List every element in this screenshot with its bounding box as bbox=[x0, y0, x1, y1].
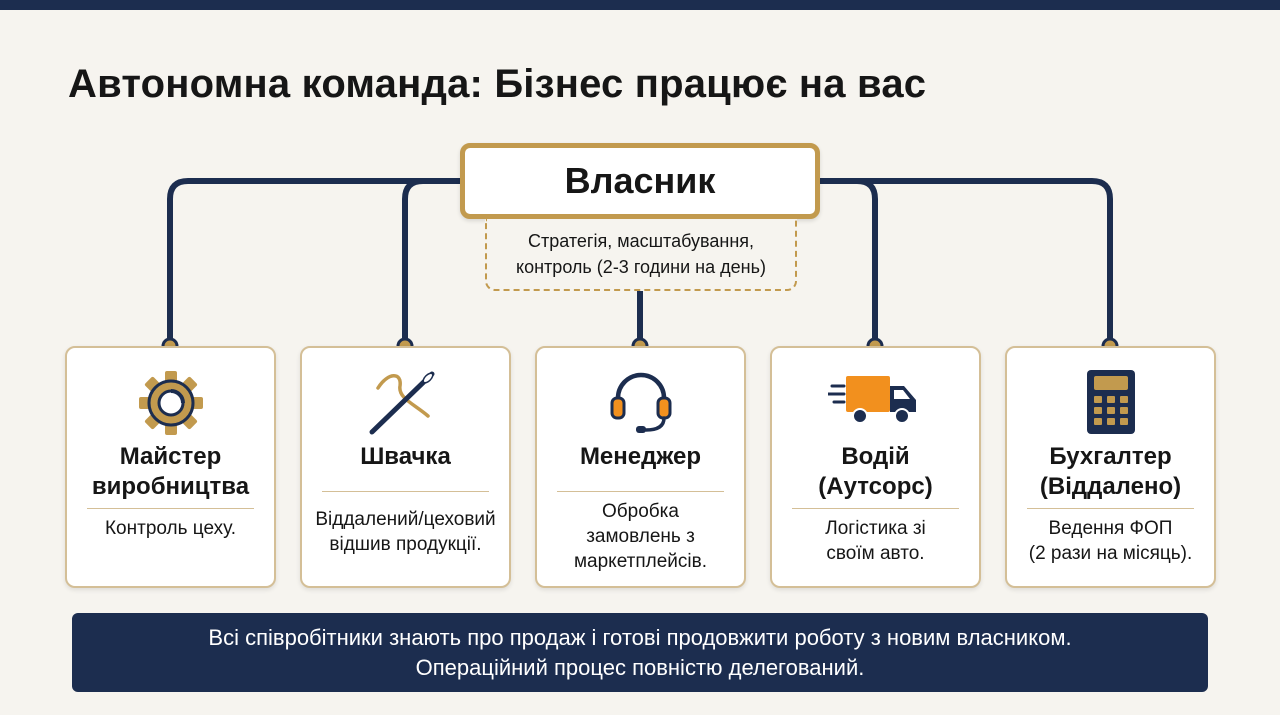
top-accent-bar bbox=[0, 0, 1280, 10]
owner-box: Власник bbox=[460, 143, 820, 219]
owner-note-line: Стратегія, масштабування, bbox=[527, 231, 755, 251]
banner-line: Всі співробітники знають про продаж і го… bbox=[208, 624, 1072, 650]
role-name: Бухгалтер (Віддалено) bbox=[1039, 443, 1182, 500]
needle-thread-icon bbox=[302, 366, 509, 436]
card-divider bbox=[792, 508, 959, 509]
delivery-truck-icon bbox=[772, 372, 979, 428]
role-description: Ведення ФОП (2 рази на місяць). bbox=[1028, 518, 1193, 564]
role-name: Водій (Аутсорс) bbox=[818, 443, 933, 500]
role-description: Логістика зі своїм авто. bbox=[825, 518, 926, 564]
role-description: Віддалений/цеховий відшив продукції. bbox=[315, 509, 496, 555]
banner-line: Операційний процес повністю делегований. bbox=[415, 654, 865, 680]
summary-banner: Всі співробітники знають про продаж і го… bbox=[72, 613, 1208, 692]
role-name: Швачка bbox=[360, 443, 451, 470]
role-card-seamstress: Швачка Віддалений/цеховий відшив продукц… bbox=[300, 346, 511, 588]
role-card-accountant: Бухгалтер (Віддалено) Ведення ФОП (2 раз… bbox=[1005, 346, 1216, 588]
role-name: Менеджер bbox=[579, 443, 702, 470]
owner-note-line: контроль (2-3 години на день) bbox=[516, 257, 766, 277]
role-description: Обробка замовлень з маркетплейсів. bbox=[573, 501, 707, 572]
connector-line-2 bbox=[402, 178, 463, 349]
gear-icon bbox=[67, 368, 274, 438]
card-divider bbox=[322, 491, 489, 492]
card-divider bbox=[557, 491, 724, 492]
role-name: Майстер виробництва bbox=[91, 443, 250, 500]
role-card-production-master: Майстер виробництва Контроль цеху. bbox=[65, 346, 276, 588]
calculator-icon bbox=[1007, 368, 1214, 436]
owner-label: Власник bbox=[564, 160, 716, 201]
owner-note: Стратегія, масштабування, контроль (2-3 … bbox=[485, 219, 797, 291]
page-title: Автономна команда: Бізнес працює на вас bbox=[68, 62, 927, 106]
connector-line-1 bbox=[167, 178, 463, 349]
connector-line-5 bbox=[817, 178, 1113, 349]
role-description: Контроль цеху. bbox=[104, 518, 236, 539]
card-divider bbox=[1027, 508, 1194, 509]
headset-icon bbox=[537, 368, 744, 438]
connector-line-4 bbox=[817, 178, 878, 349]
role-card-driver: Водій (Аутсорс) Логістика зі своїм авто. bbox=[770, 346, 981, 588]
card-divider bbox=[87, 508, 254, 509]
role-card-manager: Менеджер Обробка замовлень з маркетплейс… bbox=[535, 346, 746, 588]
